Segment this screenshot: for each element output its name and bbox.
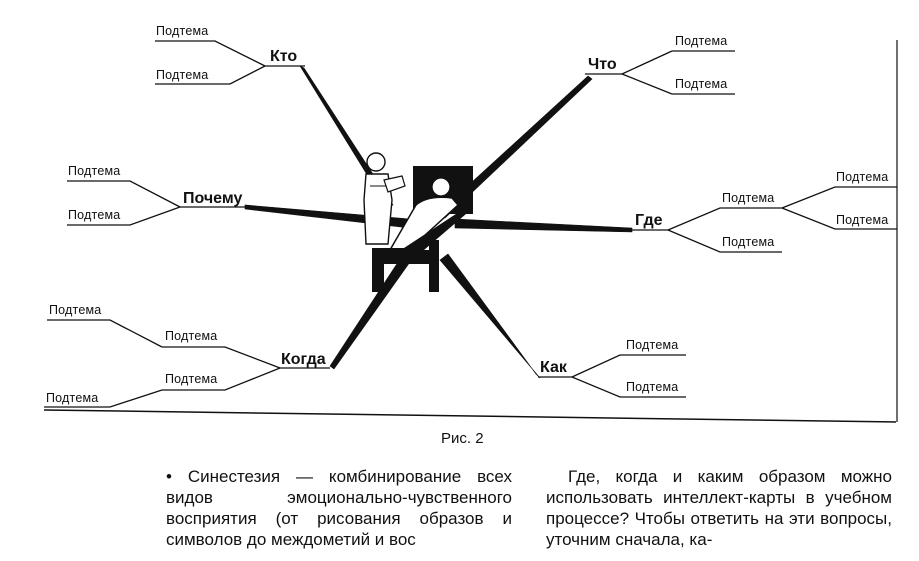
branch-label-gde: Где (635, 212, 663, 229)
tapered-connectors (244, 65, 633, 379)
branch-label-kto: Кто (270, 48, 298, 65)
mind-map-lines (43, 40, 898, 423)
bed-base (372, 250, 438, 264)
subtopic-label: Подтема (836, 170, 889, 184)
doctor-head (366, 152, 386, 172)
figure-caption: Рис. 2 (441, 430, 484, 447)
bed-frame (372, 210, 466, 262)
subtopic-label: Подтема (156, 68, 209, 82)
branch-label-pochemu: Почему (183, 190, 243, 207)
bed-leg-right (429, 240, 439, 292)
paragraph: Где, когда и каким образом мож­но исполь… (546, 467, 892, 549)
subtopic-label: Подтема (165, 329, 218, 343)
subtopic-label: Подтема (68, 208, 121, 222)
subtopic-label: Подтема (722, 235, 775, 249)
subtopic-label: Подтема (675, 77, 728, 91)
doctor-body (363, 173, 393, 245)
doctor-clipboard (383, 175, 406, 193)
central-illustration (363, 152, 473, 292)
subtopic-label: Подтема (156, 24, 209, 38)
subtopic-label: Подтема (675, 34, 728, 48)
paragraph: • Синестезия — комбинирование всех видов… (166, 467, 512, 549)
patient-head (431, 177, 451, 197)
branch-label-chto: Что (588, 56, 617, 73)
mind-map-diagram (43, 40, 898, 423)
subtopic-label: Подтема (49, 303, 102, 317)
subtopic-label: Подтема (46, 391, 99, 405)
branch-label-kogda: Когда (281, 351, 326, 368)
subtopic-label: Подтема (165, 372, 218, 386)
body-text-left: • Синестезия — комбинирование всех видов… (166, 466, 512, 550)
subtopic-label: Подтема (722, 191, 775, 205)
subtopic-label: Подтема (68, 164, 121, 178)
subtopic-label: Подтема (626, 338, 679, 352)
subtopic-label: Подтема (626, 380, 679, 394)
branch-label-kak: Как (540, 359, 567, 376)
body-text-right: Где, когда и каким образом мож­но исполь… (546, 466, 892, 550)
subtopic-label: Подтема (836, 213, 889, 227)
